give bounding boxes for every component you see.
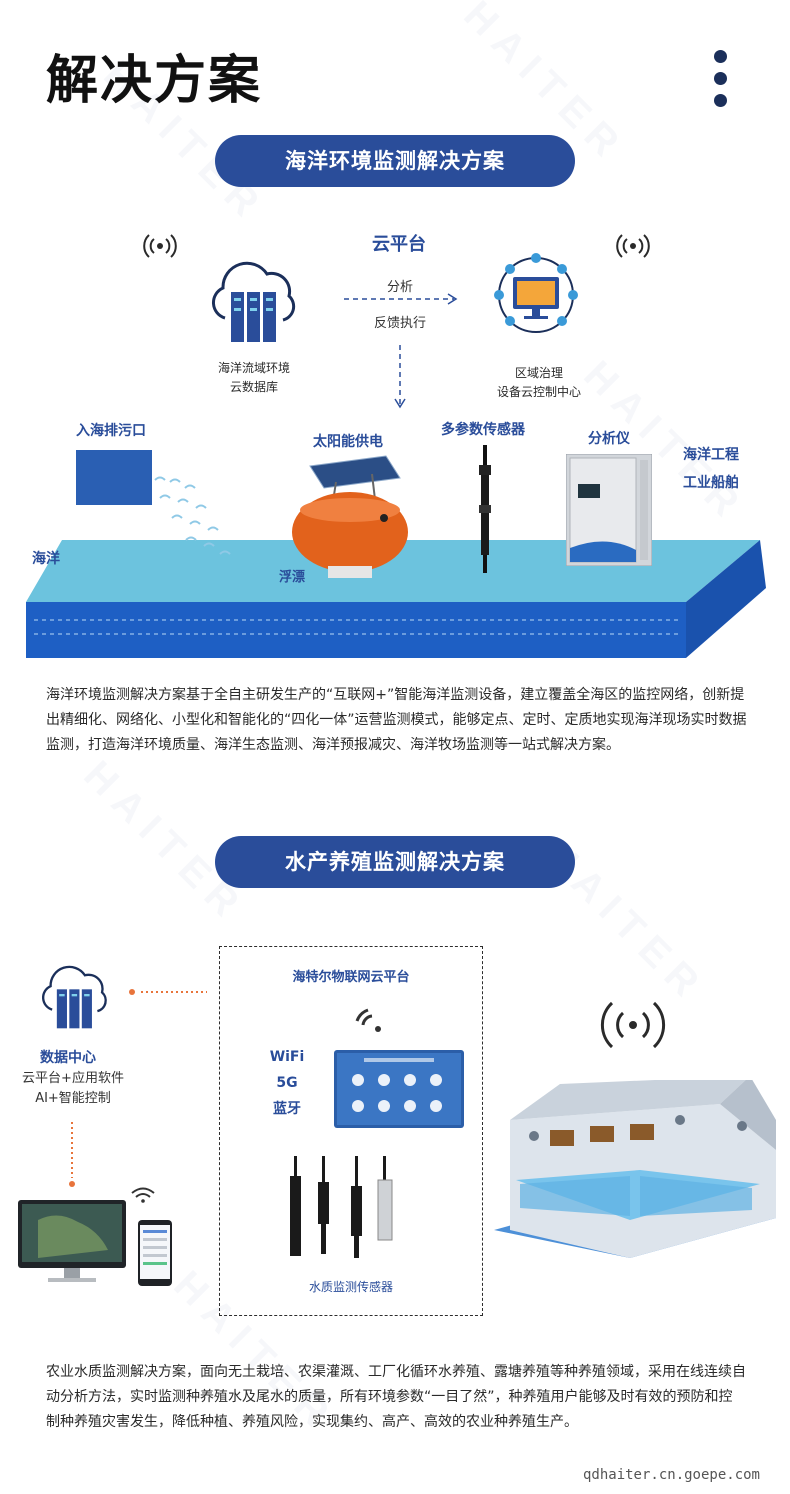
- marine-engineering-label: 海洋工程工业船舶: [683, 447, 739, 491]
- aquaculture-facility-image: [490, 1080, 780, 1270]
- cloud-database-icon: [35, 955, 113, 1033]
- iot-platform-box: [219, 946, 483, 1316]
- datacenter-title: 数据中心: [40, 1050, 96, 1066]
- wifi-icon: [130, 1186, 156, 1204]
- mobile-phone-image: [138, 1220, 172, 1286]
- footer-url[interactable]: qdhaiter.cn.goepe.com: [582, 1467, 760, 1483]
- water-quality-sensors-image: [282, 1156, 422, 1268]
- arrow-right-icon: [344, 292, 460, 306]
- analyzer-label: 分析仪: [588, 431, 630, 447]
- signal-icon: [143, 232, 177, 260]
- iot-platform-title: 海特尔物联网云平台: [292, 970, 410, 985]
- aquaculture-description: 农业水质监测解决方案，面向无土栽培、农渠灌溉、工厂化循环水养殖、露塘养殖等种养殖…: [46, 1364, 746, 1430]
- cloud-database-icon: [205, 248, 301, 348]
- 5g-label: 5G: [276, 1075, 298, 1091]
- multi-sensor-label: 多参数传感器: [441, 422, 525, 438]
- sensor-caption: 水质监测传感器: [308, 1280, 393, 1294]
- signal-icon: [616, 232, 650, 260]
- page-title: 解决方案: [46, 50, 263, 111]
- section-title-marine: 海洋环境监测解决方案: [215, 135, 575, 187]
- dashboard-screen-image: [334, 1050, 464, 1128]
- buoy-label: 浮漂: [279, 570, 306, 585]
- sensor-probe-image: [474, 445, 496, 573]
- analyzer-cabinet-image: [566, 454, 652, 566]
- monitor-network-icon: [486, 250, 586, 340]
- solar-label: 太阳能供电: [313, 434, 383, 450]
- solar-buoy-image: [288, 452, 412, 580]
- outfall-block: [76, 450, 152, 505]
- feedback-label: 反馈执行: [373, 316, 426, 331]
- outfall-label: 入海排污口: [76, 423, 146, 439]
- ocean-label: 海洋: [32, 551, 60, 567]
- control-center-label: 区域治理设备云控制中心: [496, 366, 581, 399]
- wifi-icon: [354, 1007, 386, 1035]
- connector-line: [65, 1122, 79, 1188]
- signal-icon: [600, 996, 666, 1054]
- marine-description: 海洋环境监测解决方案基于全自主研发生产的“互联网+”智能海洋监测设备，建立覆盖全…: [46, 687, 747, 753]
- connector-line: [129, 985, 209, 999]
- arrow-down-icon: [393, 345, 407, 411]
- db-label: 海洋流域环境云数据库: [217, 361, 290, 394]
- connectivity-list: WiFi 5G 蓝牙: [262, 1044, 312, 1122]
- analyze-label: 分析: [386, 280, 413, 295]
- cloud-platform-label: 云平台: [372, 234, 426, 255]
- wave-spray: [150, 470, 250, 570]
- more-menu-icon[interactable]: [714, 50, 730, 116]
- wifi-label: WiFi: [269, 1049, 305, 1065]
- desktop-monitor-image: [18, 1200, 126, 1286]
- section-title-aquaculture: 水产养殖监测解决方案: [215, 836, 575, 888]
- bluetooth-label: 蓝牙: [273, 1101, 301, 1117]
